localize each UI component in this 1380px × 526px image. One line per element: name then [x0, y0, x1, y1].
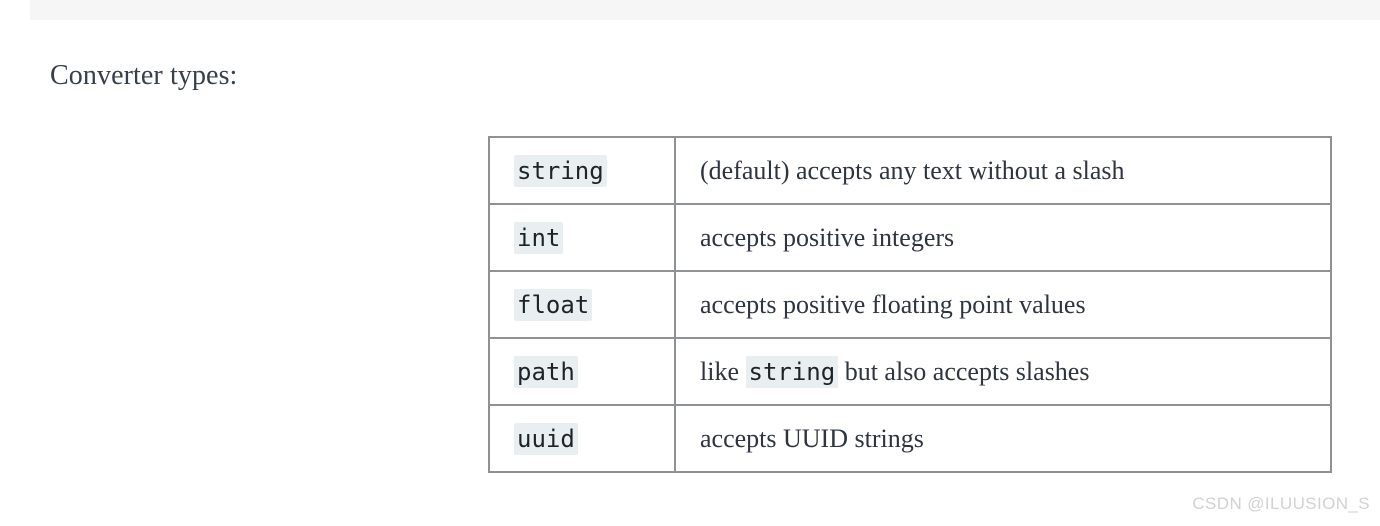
description-before: accepts positive floating point values	[700, 289, 1086, 319]
converter-description-text: like string but also accepts slashes	[700, 355, 1090, 388]
converter-type-cell: path	[488, 337, 676, 406]
converter-description-text: (default) accepts any text without a sla…	[700, 156, 1125, 185]
converter-description-cell: accepts positive integers	[674, 203, 1332, 272]
converter-type-code: path	[514, 355, 578, 388]
converter-type-code: int	[514, 221, 564, 254]
table-row: path like string but also accepts slashe…	[488, 337, 1332, 406]
description-before: (default) accepts any text without a sla…	[700, 155, 1125, 185]
description-before: accepts positive integers	[700, 222, 955, 252]
table-row: string (default) accepts any text withou…	[488, 136, 1332, 205]
converter-description-cell: (default) accepts any text without a sla…	[674, 136, 1332, 205]
converter-types-table-body: string (default) accepts any text withou…	[488, 136, 1332, 473]
table-row: uuid accepts UUID strings	[488, 404, 1332, 473]
page-title: Converter types:	[50, 60, 238, 91]
table-row: int accepts positive integers	[488, 203, 1332, 272]
converter-type-cell: float	[488, 270, 676, 339]
converter-description-text: accepts positive integers	[700, 223, 954, 252]
converter-description-text: accepts positive floating point values	[700, 290, 1086, 319]
converter-description-cell: like string but also accepts slashes	[674, 337, 1332, 406]
converter-type-cell: int	[488, 203, 676, 272]
inline-code-string: string	[745, 355, 839, 388]
description-after: but also accepts slashes	[838, 356, 1090, 386]
converter-description-cell: accepts UUID strings	[674, 404, 1332, 473]
converter-type-code: string	[514, 154, 607, 187]
converter-type-cell: string	[488, 136, 676, 205]
description-before: like	[700, 356, 746, 386]
top-strip	[30, 0, 1380, 20]
description-before: accepts UUID strings	[700, 423, 924, 453]
converter-types-table: string (default) accepts any text withou…	[488, 136, 1332, 473]
converter-type-code: uuid	[514, 422, 578, 455]
converter-type-code: float	[514, 288, 593, 321]
table-row: float accepts positive floating point va…	[488, 270, 1332, 339]
converter-description-text: accepts UUID strings	[700, 424, 924, 453]
csdn-watermark: CSDN @ILUUSION_S	[1192, 494, 1370, 513]
converter-description-cell: accepts positive floating point values	[674, 270, 1332, 339]
converter-type-cell: uuid	[488, 404, 676, 473]
